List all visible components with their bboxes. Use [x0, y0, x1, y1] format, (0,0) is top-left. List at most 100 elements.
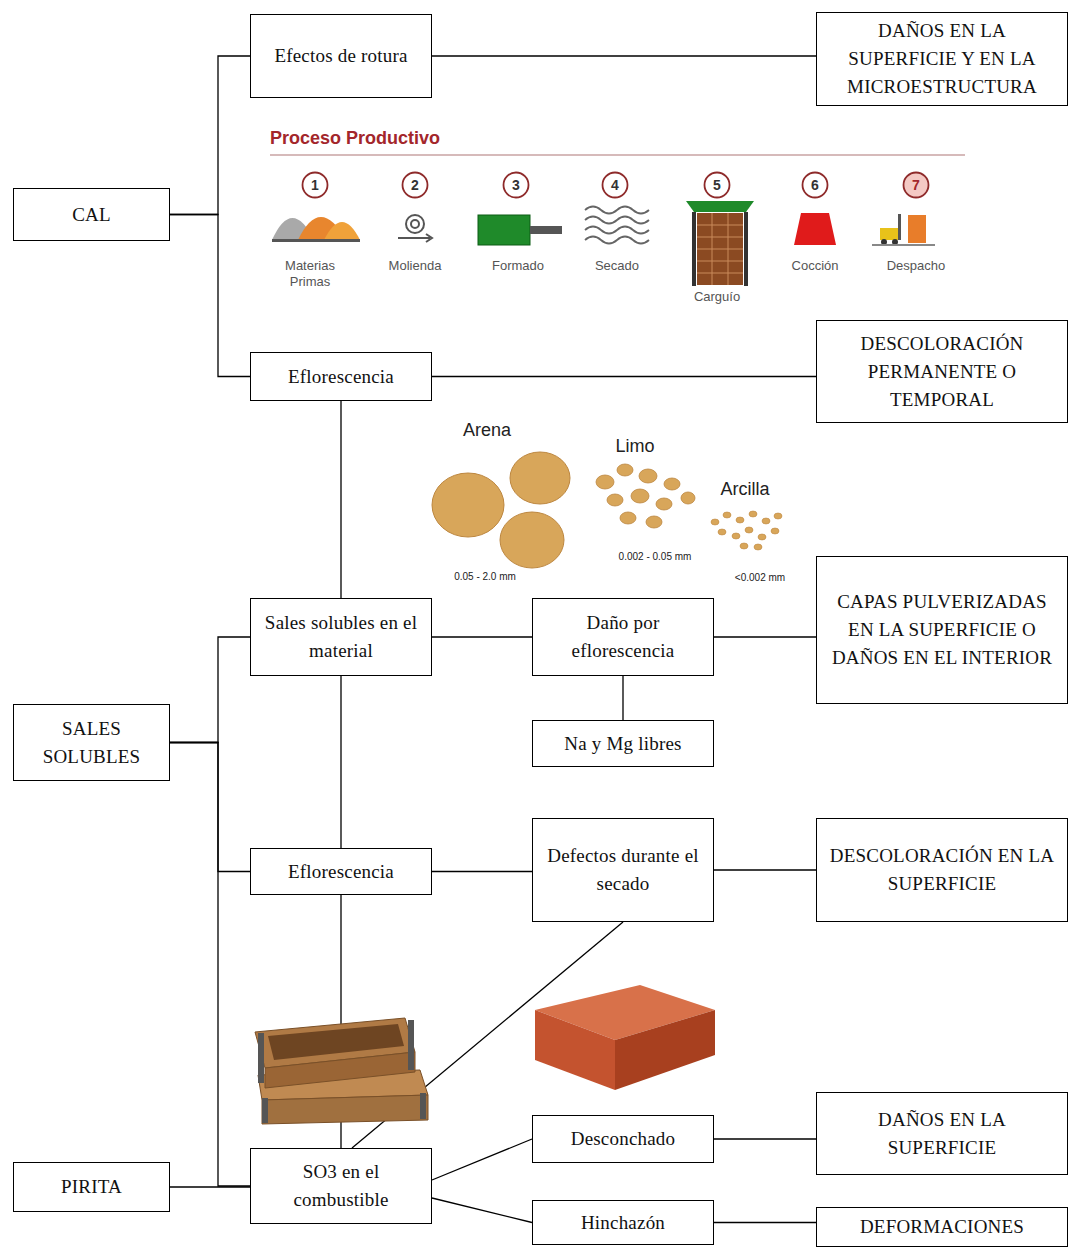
connector-line: [340, 401, 341, 598]
kiln-icon: [794, 213, 836, 245]
step-label: Formado: [478, 258, 558, 274]
loading-icon: [697, 273, 743, 274]
box-text: SO3 en el combustible: [257, 1158, 425, 1214]
clay-particle: [758, 534, 766, 540]
soil-label: Arcilla: [705, 479, 785, 501]
loading-icon: [712, 213, 713, 285]
step-number: 5: [704, 177, 730, 194]
step-number: 4: [602, 177, 628, 194]
clay-particle: [718, 529, 726, 535]
loading-icon: [697, 225, 743, 226]
clay-particle: [711, 511, 782, 550]
step-circle: [504, 173, 529, 198]
connector-line: [714, 636, 816, 637]
loading-icon: [697, 249, 743, 250]
box-text: PIRITA: [61, 1173, 122, 1201]
box-text: Desconchado: [571, 1125, 676, 1153]
clay-particle: [745, 527, 753, 533]
box-text: Daño por eflorescencia: [539, 609, 707, 665]
sand-grain: [432, 452, 570, 568]
box-text: DEFORMACIONES: [860, 1213, 1024, 1241]
milling-icon: [406, 215, 424, 233]
sand-grain: [510, 452, 570, 504]
connector-line: [432, 376, 816, 377]
connector-line: [432, 55, 816, 56]
drying-icon: [585, 237, 649, 244]
dispatch-icon: [872, 214, 935, 246]
sand-grain: [500, 512, 564, 568]
silt-grain: [681, 492, 695, 504]
process-header-rule: [270, 155, 965, 156]
step-circle: [603, 173, 628, 198]
step-label: Materias Primas: [275, 258, 345, 289]
clay-particle: [774, 513, 782, 519]
silt-grain: [646, 516, 662, 528]
loading-icon: [697, 237, 743, 238]
effect-box: DEFORMACIONES: [816, 1207, 1068, 1247]
loading-icon: [697, 213, 743, 285]
wooden-mould: [262, 1098, 268, 1123]
step-label: Molienda: [375, 258, 455, 274]
silt-grain: [620, 512, 636, 524]
connector-line: [170, 743, 250, 872]
drying-icon: [585, 217, 649, 224]
step-circle: [705, 173, 730, 198]
box-text: Efectos de rotura: [274, 42, 407, 70]
step-circle: [303, 173, 929, 198]
wooden-mould: [408, 1020, 414, 1070]
connector-line: [170, 743, 250, 1187]
box-text: Sales solubles en el material: [257, 609, 425, 665]
dispatch-icon: [880, 228, 898, 240]
step-circle: [303, 173, 328, 198]
box-text: CAL: [72, 201, 111, 229]
detail-box: Na y Mg libres: [532, 720, 714, 767]
process-header-rule: [270, 154, 965, 156]
box-text: Hinchazón: [581, 1209, 665, 1237]
dispatch-icon: [872, 244, 935, 246]
dispatch-icon: [898, 214, 901, 240]
loading-icon: [692, 212, 696, 286]
defect-box: Sales solubles en el material: [250, 598, 432, 676]
dispatch-icon: [908, 215, 926, 243]
loading-icon: [686, 201, 754, 286]
step-circle: [904, 173, 929, 198]
section-heading: Proceso Productivo: [270, 128, 570, 150]
raw-materials-icon: [272, 217, 360, 242]
cause-box: SALES SOLUBLES: [13, 704, 170, 781]
connector-line: [170, 637, 250, 743]
wooden-mould: [255, 1018, 428, 1124]
wooden-mould: [262, 1095, 428, 1124]
silt-grain: [664, 478, 680, 490]
size-range: 0.002 - 0.05 mm: [605, 551, 705, 563]
milling-icon: [398, 237, 430, 239]
wooden-mould: [265, 1052, 415, 1088]
silt-grain: [631, 489, 649, 503]
soil-label: Limo: [600, 436, 670, 458]
silt-grain: [656, 498, 672, 510]
connector-line: [432, 1198, 532, 1223]
step-number: 7: [903, 177, 929, 194]
step-number: 1: [302, 177, 328, 194]
wooden-mould: [420, 1093, 426, 1119]
kiln-icon: [794, 213, 836, 245]
forming-icon: [478, 215, 530, 245]
clay-particle: [711, 519, 719, 525]
drying-icon: [585, 207, 649, 214]
connector-line: [714, 1222, 816, 1223]
silt-grain: [607, 494, 623, 506]
connector-line: [170, 1186, 250, 1187]
step-circle: [403, 173, 428, 198]
connector-line: [714, 869, 816, 870]
cause-box: CAL: [13, 188, 170, 241]
step-label: Cocción: [775, 258, 855, 274]
raw-materials-icon: [324, 222, 360, 240]
box-text: DESCOLORACIÓN EN LA SUPERFICIE: [823, 842, 1061, 898]
clay-particle: [762, 518, 770, 524]
effect-box: CAPAS PULVERIZADAS EN LA SUPERFICIE O DA…: [816, 556, 1068, 704]
milling-icon: [398, 215, 432, 242]
connector-line: [432, 1139, 532, 1180]
box-text: DESCOLORACIÓN PERMANENTE O TEMPORAL: [823, 330, 1061, 414]
step-circle: [803, 173, 828, 198]
clay-particle: [749, 511, 757, 517]
